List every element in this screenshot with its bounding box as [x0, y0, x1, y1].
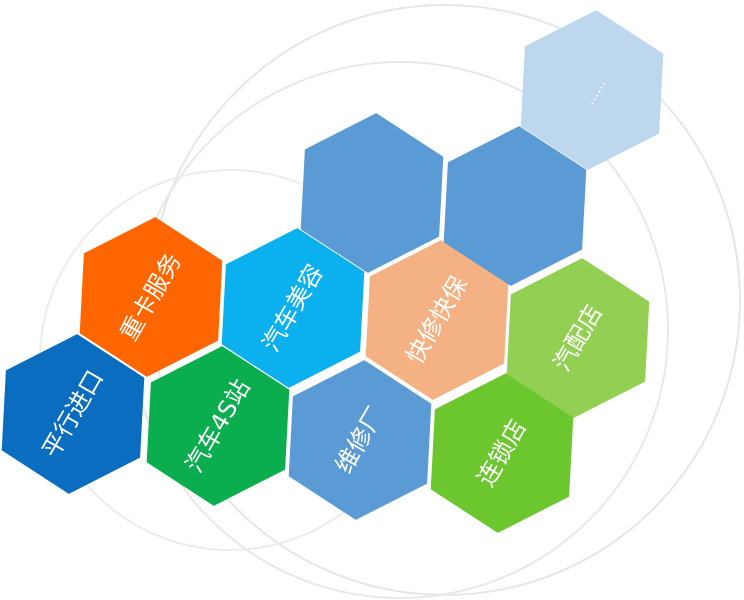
hexagon-item: 平行进口 [1, 334, 145, 494]
hexagon-shape [146, 346, 290, 506]
hexagon-item: 维修厂 [288, 360, 432, 520]
hexagon-item: 连锁店 [430, 373, 574, 533]
hexagon-shape [288, 360, 432, 520]
hexagon-shape [443, 126, 587, 286]
hexagon-shape [79, 217, 223, 377]
hexagon-shape [520, 10, 664, 170]
hexagon-item: ...... [520, 10, 664, 170]
hexagon-item: 汽车美容 [221, 228, 365, 388]
hexagon-blank [300, 113, 444, 273]
hexagon-item: 汽车4S站 [146, 346, 290, 506]
hexagon-shape [300, 113, 444, 273]
hexagon-item: 汽配店 [506, 258, 650, 418]
hexagon-blank [443, 126, 587, 286]
hexagon-shape [430, 373, 574, 533]
hexagon-item: 快修快保 [365, 240, 509, 400]
hexagon-item: 重卡服务 [79, 217, 223, 377]
hexagon-shape [506, 258, 650, 418]
hexagon-shape [1, 334, 145, 494]
hexagon-shape [221, 228, 365, 388]
hexagon-shape [365, 240, 509, 400]
